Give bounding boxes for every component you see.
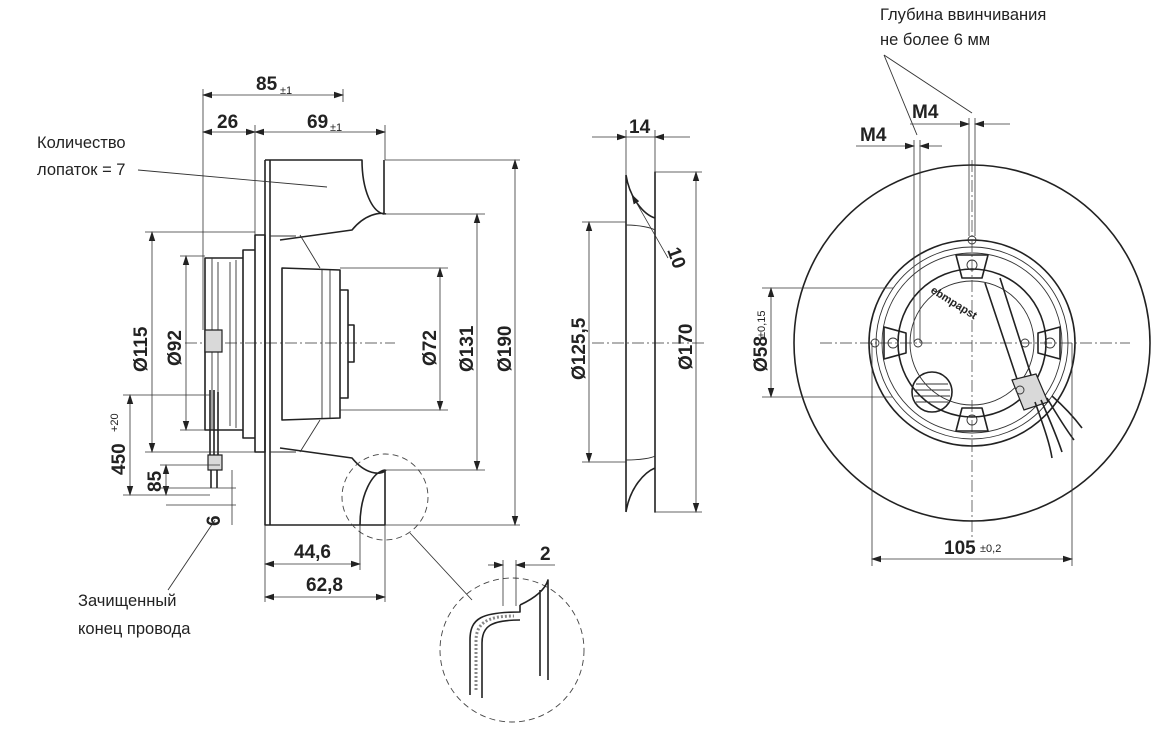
dim-105: 105 — [944, 538, 976, 559]
vent-grille — [911, 371, 953, 413]
dim-d115: Ø115 — [131, 326, 152, 372]
dim-d131: Ø131 — [457, 325, 478, 372]
leader-stripped-wire — [167, 519, 216, 591]
note-screw-depth-1: Глубина ввинчивания — [880, 6, 1046, 24]
cable-channel — [984, 277, 1033, 383]
dim-d72: Ø72 — [420, 330, 441, 366]
screw-hole — [870, 338, 880, 348]
note-stripped-wire-1: Зачищенный — [78, 592, 176, 610]
wire-ends — [210, 470, 218, 488]
dim-85-tol: ±1 — [280, 85, 292, 97]
dim-d170: Ø170 — [676, 324, 697, 370]
dim-85-wire: 85 — [145, 470, 166, 492]
cable-gland — [1011, 373, 1049, 411]
flange-outer — [868, 239, 1076, 447]
detail-view: 2 — [439, 544, 585, 723]
cable-sleeve — [207, 454, 223, 471]
side-view: 85 ±1 26 69 ±1 Ø115 Ø92 450 +20 85 6 — [37, 74, 520, 638]
note-blade-count-1: Количество — [37, 134, 126, 152]
dim-d58-tol: ±0,15 — [756, 311, 768, 338]
detail-marker-circle — [341, 453, 429, 541]
mounting-lugs — [883, 254, 1061, 432]
dim-m4-a: M4 — [860, 125, 887, 146]
dim-m4-b: M4 — [912, 102, 939, 123]
front-view: ebmpapst M4 M4 Глубина ввинчивания не бо… — [751, 6, 1151, 566]
brand-mark: ebmpapst — [928, 284, 979, 322]
dim-69: 69 — [307, 112, 328, 133]
dim-26: 26 — [217, 112, 238, 133]
leader-blade-count — [137, 169, 328, 188]
dim-62-8: 62,8 — [306, 575, 343, 596]
note-stripped-wire-2: конец провода — [78, 620, 191, 638]
dim-44-6: 44,6 — [294, 542, 331, 563]
note-blade-count-2: лопаток = 7 — [37, 161, 126, 179]
impeller-outline — [264, 159, 387, 526]
detail-profile — [469, 579, 549, 698]
dim-d58: Ø58 — [751, 336, 772, 372]
screw-hole — [967, 235, 977, 245]
note-screw-depth-2: не более 6 мм — [880, 31, 990, 49]
connector-block — [204, 329, 223, 353]
dim-69-tol: ±1 — [330, 122, 342, 134]
dim-450: 450 — [109, 443, 130, 475]
wires — [1034, 395, 1083, 459]
blade-lines — [270, 234, 321, 453]
ring-view: 14 10 Ø125,5 Ø170 — [569, 117, 705, 513]
dim-d190: Ø190 — [495, 326, 516, 372]
dim-d125-5: Ø125,5 — [569, 317, 590, 380]
detail-circle — [439, 577, 585, 723]
dim-85: 85 — [256, 74, 278, 95]
inlet-ring-profile — [625, 171, 656, 513]
outer-ring — [793, 164, 1151, 522]
dim-14: 14 — [629, 117, 651, 138]
dim-450-tol: +20 — [109, 413, 121, 432]
rotor-plate — [204, 234, 266, 453]
dim-10: 10 — [662, 245, 689, 272]
dim-105-tol: ±0,2 — [980, 543, 1001, 555]
dim-2: 2 — [540, 544, 551, 565]
motor-housing — [281, 267, 355, 421]
dim-d92: Ø92 — [165, 330, 186, 366]
